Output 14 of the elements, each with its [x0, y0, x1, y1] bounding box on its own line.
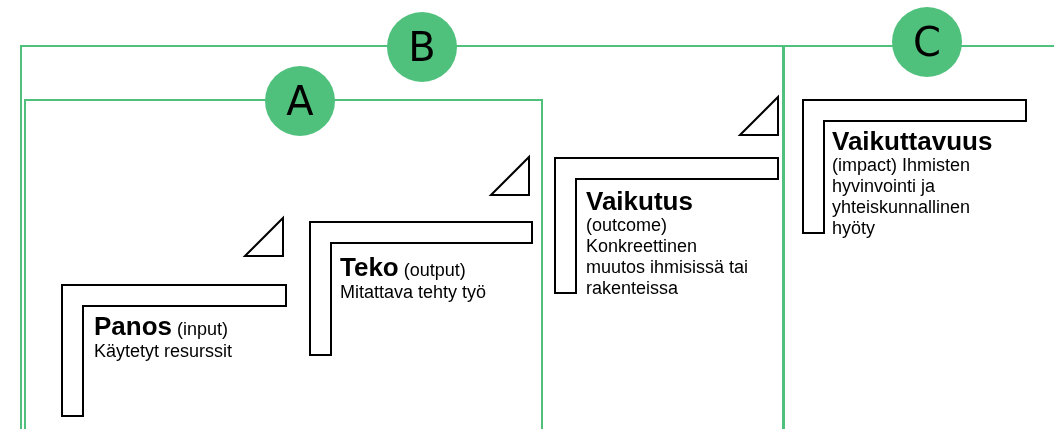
- step-description: Käytetyt resurssit: [94, 341, 234, 362]
- step-description: (impact) Ihmisten hyvinvointi ja yhteiskunnallinen hyöty: [832, 155, 972, 239]
- step-shape: [309, 221, 533, 356]
- circle-label: C: [892, 7, 962, 77]
- step-title: Vaikuttavuus: [832, 127, 994, 155]
- step-title: Panos (input): [94, 314, 230, 341]
- circle-label: B: [387, 12, 457, 82]
- step-description: Mitattava tehty työ: [340, 282, 488, 303]
- step-shape: [554, 157, 779, 294]
- step-description: (outcome) Konkreettinen muutos ihmisissä tai rakenteissa: [586, 215, 750, 299]
- step-title: Teko (output): [340, 255, 467, 282]
- step-title: Vaikutus: [586, 187, 694, 215]
- step-shape: [61, 284, 287, 417]
- circle-label: A: [265, 66, 335, 136]
